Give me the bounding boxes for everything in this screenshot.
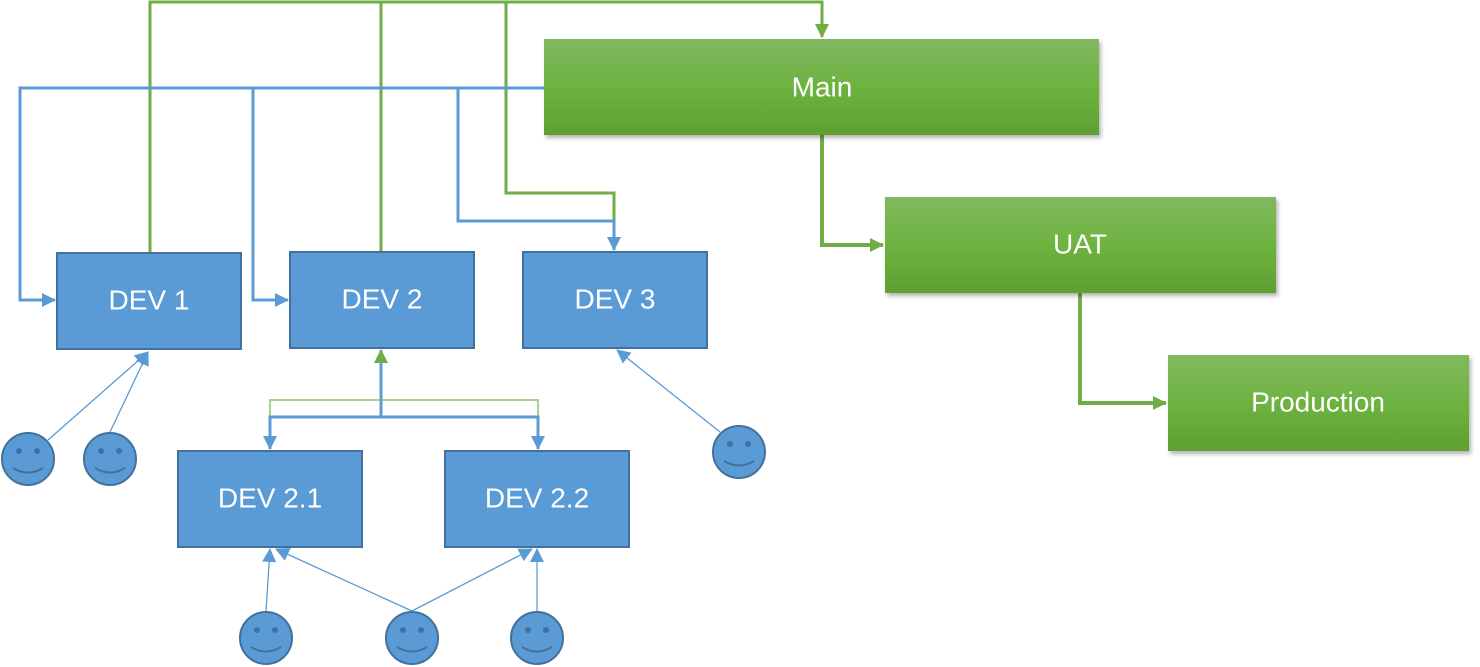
node-label: DEV 2 bbox=[342, 283, 423, 314]
node-dev3: DEV 3 bbox=[522, 251, 708, 349]
node-label: UAT bbox=[1053, 228, 1107, 259]
smiley-face-icon bbox=[1, 432, 55, 486]
node-label: DEV 2.1 bbox=[218, 482, 322, 513]
smiley-face-icon bbox=[712, 425, 766, 479]
node-uat: UAT bbox=[885, 197, 1276, 293]
node-dev2: DEV 2 bbox=[289, 251, 475, 349]
commit-arrow bbox=[262, 548, 277, 612]
commit-arrow bbox=[47, 351, 149, 441]
node-production: Production bbox=[1168, 355, 1469, 451]
commit-arrow bbox=[616, 349, 721, 433]
merge-line-dev1-main bbox=[148, 0, 829, 253]
branch-line-dev2-dev21 bbox=[263, 415, 381, 450]
branch-line-main-dev2 bbox=[251, 88, 289, 307]
commit-arrow bbox=[109, 351, 149, 433]
node-label: DEV 2.2 bbox=[485, 482, 589, 513]
smiley-face-icon bbox=[510, 611, 564, 665]
node-label: DEV 1 bbox=[109, 284, 190, 315]
branch-line-main-dev3 bbox=[456, 88, 621, 251]
node-dev21: DEV 2.1 bbox=[177, 450, 363, 548]
smiley-face-icon bbox=[385, 611, 439, 665]
merge-line-main-dev3 bbox=[504, 2, 616, 240]
branch-line-dev2-dev22 bbox=[381, 415, 545, 450]
smiley-face-icon bbox=[83, 432, 137, 486]
node-dev1: DEV 1 bbox=[56, 252, 242, 350]
node-label: DEV 3 bbox=[575, 283, 656, 314]
merge-line-subs-dev2 bbox=[269, 399, 539, 417]
node-dev22: DEV 2.2 bbox=[444, 450, 630, 548]
commit-arrow bbox=[275, 548, 413, 612]
commit-arrow bbox=[411, 548, 533, 612]
promote-line-main-uat bbox=[820, 135, 884, 252]
promote-line-uat-production bbox=[1078, 293, 1167, 410]
node-main: Main bbox=[544, 39, 1099, 135]
node-label: Production bbox=[1251, 386, 1385, 417]
node-label: Main bbox=[792, 71, 853, 102]
smiley-face-icon bbox=[239, 611, 293, 665]
branch-line-main-dev1 bbox=[18, 86, 544, 307]
